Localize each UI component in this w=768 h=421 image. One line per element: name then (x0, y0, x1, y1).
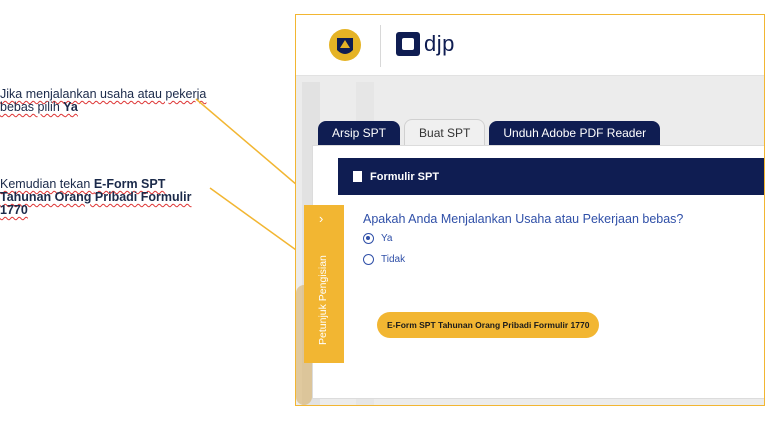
djp-logo[interactable]: djp (396, 31, 455, 57)
panel-title: Formulir SPT (370, 170, 440, 183)
screenshot-frame: djp Arsip SPT Buat SPT Unduh Adobe PDF R… (295, 14, 765, 406)
brand-text: djp (424, 31, 455, 56)
petunjuk-pengisian-tab[interactable]: › Petunjuk Pengisian (304, 205, 344, 363)
eform-1770-button[interactable]: E-Form SPT Tahunan Orang Pribadi Formuli… (377, 312, 600, 338)
tab-bar: Arsip SPT Buat SPT Unduh Adobe PDF Reade… (318, 119, 664, 145)
business-question: Apakah Anda Menjalankan Usaha atau Peker… (363, 212, 684, 226)
document-icon (353, 171, 362, 182)
annotation-text: Jika menjalankan usaha atau pekerja beba… (0, 87, 207, 114)
annotation-eform-instruction: Kemudian tekan E-Form SPT Tahunan Orang … (0, 178, 210, 217)
radio-option-yes[interactable]: Ya (363, 233, 393, 244)
chevron-right-icon: › (319, 211, 324, 226)
side-tab-label: Petunjuk Pengisian (317, 255, 329, 345)
kemenkeu-emblem-icon (329, 29, 361, 61)
radio-yes[interactable] (363, 233, 374, 244)
header-divider (380, 25, 381, 67)
tab-buat-spt[interactable]: Buat SPT (404, 119, 486, 145)
annotation-yes-instruction: Jika menjalankan usaha atau pekerja beba… (0, 88, 210, 114)
annotation-text: Kemudian tekan (0, 177, 94, 191)
djp-logo-icon (396, 32, 420, 56)
annotation-bold: Ya (63, 100, 78, 114)
radio-yes-label: Ya (381, 233, 393, 244)
radio-no[interactable] (363, 254, 374, 265)
tab-arsip-spt[interactable]: Arsip SPT (318, 121, 401, 145)
top-bar: djp (296, 15, 764, 76)
annotation-bold: E-Form SPT Tahunan Orang Pribadi Formuli… (0, 177, 192, 217)
form-panel: Formulir SPT Apakah Anda Menjalankan Usa… (312, 145, 764, 399)
radio-option-no[interactable]: Tidak (363, 254, 405, 265)
radio-no-label: Tidak (381, 254, 406, 265)
tab-unduh-adobe[interactable]: Unduh Adobe PDF Reader (489, 121, 661, 145)
panel-header: Formulir SPT (338, 158, 764, 195)
